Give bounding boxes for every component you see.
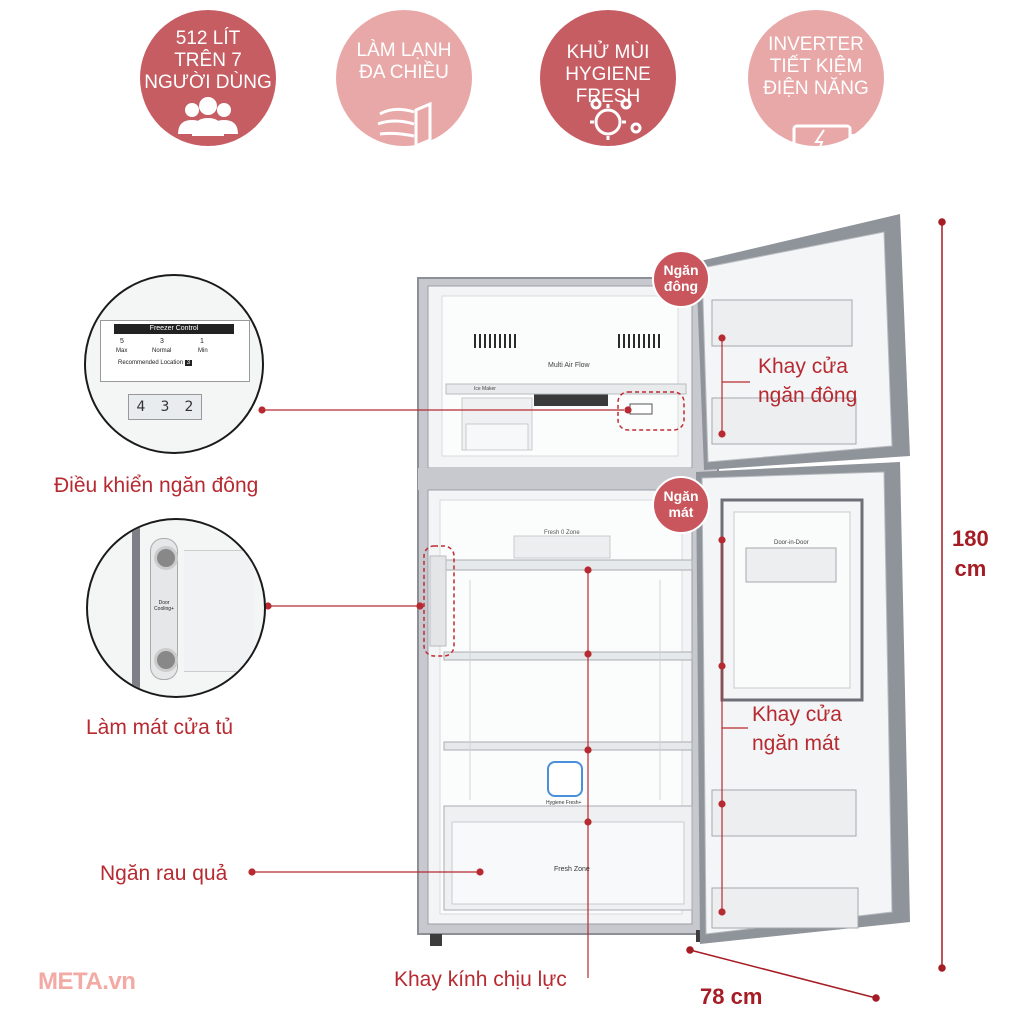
door-cooling-text: Door Cooling+ xyxy=(154,600,174,612)
battery-icon xyxy=(792,124,855,146)
badge-line: LÀM LẠNH xyxy=(356,40,452,61)
glass-shelf-3 xyxy=(443,741,693,751)
fridge-compartment-tag: Ngăn mát xyxy=(652,476,710,534)
badge-line: ĐA CHIỀU xyxy=(359,62,449,83)
door-in-door-text: Door-in-Door xyxy=(774,540,809,546)
badge-line: KHỬ MÙI xyxy=(566,42,650,63)
ice-maker-tray xyxy=(445,383,687,395)
label-line: Khay cửa xyxy=(758,355,848,378)
people-icon xyxy=(178,97,238,136)
tag-line: đông xyxy=(663,278,699,294)
width-dimension-line xyxy=(689,949,877,999)
freezer-control-zoom: Freezer Control 5 3 1 Max Normal Min Rec… xyxy=(84,274,264,454)
label-line: ngăn mát xyxy=(752,732,840,755)
recommended-value: 3 xyxy=(184,360,193,366)
label-line: Khay cửa xyxy=(752,703,842,726)
multi-air-flow-text: Multi Air Flow xyxy=(548,362,590,369)
glass-shelf-2 xyxy=(443,651,693,661)
level-num: 1 xyxy=(200,338,204,345)
level-label: Max xyxy=(116,348,128,354)
label-line: ngăn đông xyxy=(758,384,858,407)
recommended-label: Recommended Location xyxy=(118,360,184,366)
fresh-0-zone-text: Fresh 0 Zone xyxy=(544,530,580,536)
inverter-badge: INVERTER TIẾT KIỆM ĐIỆN NĂNG xyxy=(748,10,884,146)
freezer-door-tray-label: Khay cửa ngăn đông xyxy=(758,352,857,410)
freezer-control-label: Điều khiển ngăn đông xyxy=(54,474,259,497)
badge-line: INVERTER xyxy=(768,34,864,55)
width-dimension: 78 cm xyxy=(700,984,763,1009)
fresh-zone-text: Fresh Zone xyxy=(554,866,590,873)
tag-line: Ngăn xyxy=(663,262,699,278)
vent-right xyxy=(618,334,660,348)
hygiene-fresh-module xyxy=(547,761,583,797)
badge-line: TRÊN 7 xyxy=(174,50,242,71)
badge-line: TIẾT KIỆM xyxy=(769,56,863,77)
freezer-control-highlight xyxy=(617,391,685,431)
height-dimension: 180 cm xyxy=(952,524,989,584)
door-cooling-zoom: Door Cooling+ xyxy=(86,518,266,698)
airflow-icon xyxy=(377,101,432,146)
freezer-dial: 4 3 2 xyxy=(128,394,202,420)
ice-maker-text: Ice Maker xyxy=(474,386,496,392)
dial-digit: 3 xyxy=(160,399,170,415)
vent-left xyxy=(474,334,516,348)
freezer-compartment-tag: Ngăn đông xyxy=(652,250,710,308)
meta-logo: META.vn xyxy=(38,968,136,995)
level-label: Min xyxy=(198,348,208,354)
level-num: 3 xyxy=(160,338,164,345)
badge-line: NGƯỜI DÙNG xyxy=(144,72,272,93)
door-cooling-label: Làm mát cửa tủ xyxy=(86,716,234,739)
deodorize-badge: KHỬ MÙI HYGIENE FRESH xyxy=(540,10,676,146)
vent-center xyxy=(534,394,608,406)
badge-line: ĐIỆN NĂNG xyxy=(763,78,869,99)
badge-line: 512 LÍT xyxy=(175,28,241,49)
tag-line: mát xyxy=(668,504,694,520)
door-cooling-highlight xyxy=(423,545,455,657)
dimension-unit: cm xyxy=(954,556,987,581)
hygiene-fresh-text: Hygiene Fresh+ xyxy=(546,800,582,806)
airflow-badge: LÀM LẠNH ĐA CHIỀU xyxy=(336,10,472,146)
fan-icon xyxy=(154,546,178,570)
tag-line: Ngăn xyxy=(663,488,699,504)
freezer-control-title: Freezer Control xyxy=(114,324,234,334)
level-label: Normal xyxy=(152,348,172,354)
level-num: 5 xyxy=(120,338,124,345)
capacity-badge: 512 LÍT TRÊN 7 NGƯỜI DÙNG xyxy=(140,10,276,146)
dial-digit: 2 xyxy=(184,399,194,415)
glass-shelf-1 xyxy=(443,559,693,571)
dimension-value: 180 xyxy=(952,526,989,551)
dial-digit: 4 xyxy=(136,399,146,415)
crisper-label: Ngăn rau quả xyxy=(100,862,228,885)
germ-icon xyxy=(590,98,642,140)
fan-icon xyxy=(154,648,178,672)
glass-shelf-label: Khay kính chịu lực xyxy=(394,968,567,991)
fridge-door-tray-label: Khay cửa ngăn mát xyxy=(752,700,842,758)
